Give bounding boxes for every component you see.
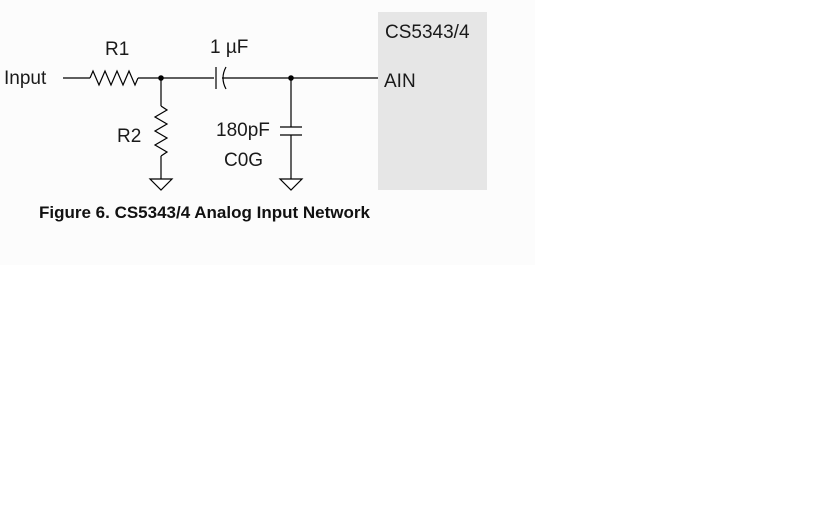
c2-dielectric-label: C0G bbox=[224, 150, 263, 171]
chip-block bbox=[378, 12, 487, 190]
r2-resistor bbox=[153, 105, 169, 157]
c2-value-label: 180pF bbox=[216, 120, 270, 141]
ground-symbol-c2 bbox=[278, 178, 304, 191]
r1-resistor bbox=[89, 69, 139, 87]
figure-caption: Figure 6. CS5343/4 Analog Input Network bbox=[39, 203, 370, 222]
ain-pin-label: AIN bbox=[384, 71, 416, 92]
r1-label: R1 bbox=[105, 39, 129, 60]
r2-label: R2 bbox=[117, 126, 141, 147]
ground-symbol-r2 bbox=[148, 178, 174, 191]
c1-value-label: 1 µF bbox=[210, 37, 248, 58]
input-label: Input bbox=[4, 68, 47, 89]
chip-name-label: CS5343/4 bbox=[385, 22, 470, 43]
